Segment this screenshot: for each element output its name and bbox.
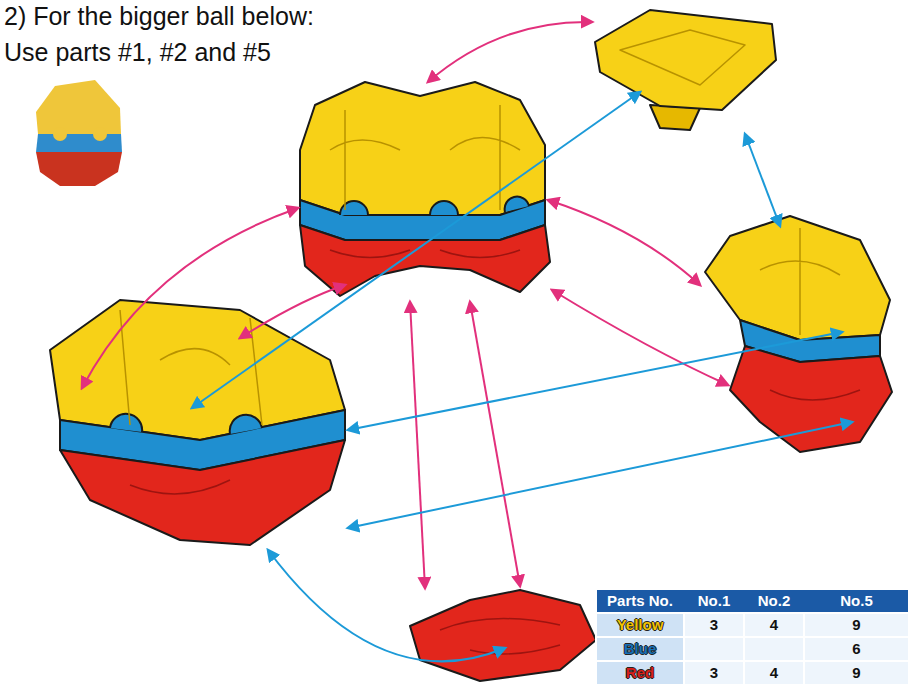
detail-line [770,390,860,400]
table-header: No.1 [685,590,743,612]
red-part [410,590,596,681]
pink-arrows [82,22,728,588]
yellow-part [300,82,545,215]
row-head-cell [597,614,683,636]
red-part [60,440,345,545]
cyan-arrows [192,92,852,661]
detail-line [620,30,745,85]
table-cell-ground [745,662,803,684]
double-arrow [268,550,505,661]
double-arrow [552,290,728,385]
left-piece [50,300,345,545]
table-cell-ground [805,638,908,660]
detail-line [330,105,520,210]
double-arrow [348,332,842,430]
table-cell: 3 [685,662,743,684]
table-cell-ground [805,614,908,636]
center-piece [300,82,550,296]
row-head-cell [597,638,683,660]
detail-line [440,619,560,654]
knob [110,414,262,434]
photo-blue [36,134,122,152]
table-cell: 9 [805,662,908,684]
red-part [730,346,892,452]
table-cell: 6 [805,638,908,660]
row-head-cell [597,662,683,684]
table-row-label: Red [597,662,683,684]
detail-line [330,250,520,258]
double-arrow [348,422,852,528]
ball-photo [36,80,122,186]
table-cell-ground [685,662,743,684]
table-header: No.2 [745,590,803,612]
table-row-label: Yellow [597,614,683,636]
double-arrow [745,134,780,226]
parts-table [595,588,910,686]
table-cell: 4 [745,662,803,684]
top-right-piece [595,10,776,130]
yellow-part [705,216,890,340]
bottom-piece [410,590,596,681]
table-cell-ground [805,662,908,684]
table-header: No.5 [805,590,908,612]
double-arrow [192,92,640,408]
table-cell: 4 [745,614,803,636]
instruction-title: 2) For the bigger ball below: [4,2,318,31]
double-arrow [410,302,425,588]
right-piece [705,216,892,452]
table-cell-ground [685,638,743,660]
detail-line [120,310,262,425]
table-cell-ground [745,638,803,660]
red-part [300,225,550,296]
photo-knob [93,127,107,141]
double-arrow [82,208,298,388]
table-cell-ground [745,614,803,636]
table-row-label: Blue [597,638,683,660]
double-arrow [548,200,700,285]
yellow-part [595,10,776,110]
table-cell-ground [685,614,743,636]
table-ground [595,588,910,686]
double-arrow [428,22,592,82]
photo-red [36,152,122,186]
detail-line [130,480,230,494]
photo-knob [53,127,67,141]
detail-line [760,228,840,335]
instruction-text: Use parts #1, #2 and #5 [4,38,275,67]
table-header-row [597,590,908,612]
double-arrow [470,302,520,586]
table-header: Parts No. [597,590,683,612]
table-cell: 3 [685,614,743,636]
table-cell: 9 [805,614,908,636]
photo-yellow [36,80,121,134]
